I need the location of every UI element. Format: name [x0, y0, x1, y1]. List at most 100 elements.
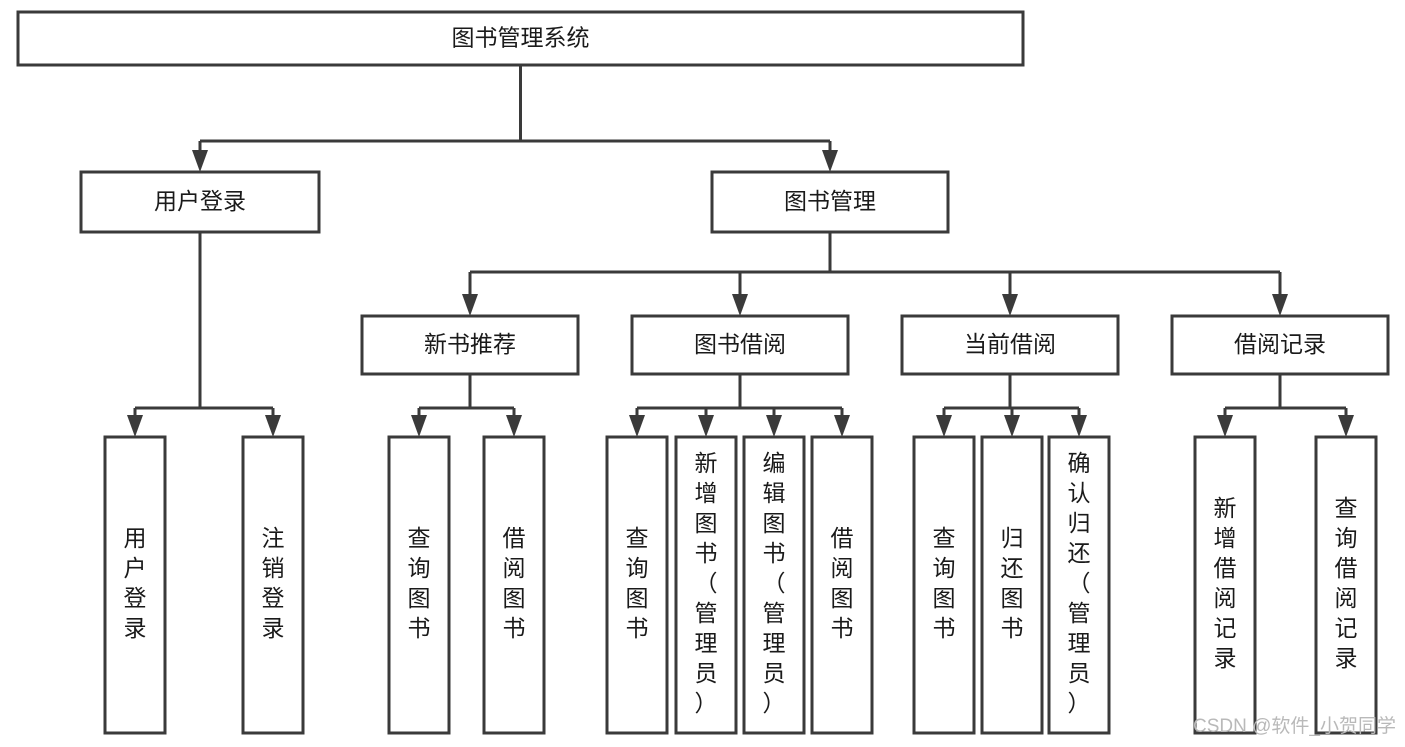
node-box-leaf-newbook-2[interactable] [482, 435, 546, 735]
node-box-leaf-borrow-1[interactable] [605, 435, 669, 735]
node-current[interactable]: 当前借阅 [900, 314, 1120, 376]
node-box-leaf-login-2[interactable] [241, 435, 305, 735]
node-label-char: 管 [1068, 600, 1091, 626]
node-label-char: 记 [1335, 615, 1358, 641]
node-label-char: 编 [763, 450, 786, 476]
node-label-char: 还 [1001, 555, 1024, 581]
node-box-leaf-login-1[interactable] [103, 435, 167, 735]
node-label-char: 新 [1214, 495, 1237, 521]
node-label-char: 询 [1335, 525, 1358, 551]
node-leaf-borrow-4[interactable]: 借阅图书借阅图书 [810, 435, 874, 735]
node-leaf-newbook-2[interactable]: 借阅图书借阅图书 [482, 435, 546, 735]
node-label-char: 归 [1068, 510, 1091, 536]
node-label-char: 阅 [831, 555, 854, 581]
node-box-newbook[interactable] [360, 314, 580, 376]
node-label-char: 书 [626, 615, 649, 641]
node-label-newbook: 新书推荐 [424, 331, 516, 357]
node-leaf-current-1[interactable]: 查询图书查询图书 [912, 435, 976, 735]
node-box-leaf-current-1[interactable] [912, 435, 976, 735]
node-label-char: 记 [1214, 615, 1237, 641]
node-box-leaf-current-3[interactable] [1047, 435, 1111, 735]
node-label-char: 阅 [503, 555, 526, 581]
node-label-char: 询 [408, 555, 431, 581]
node-label-records: 借阅记录 [1234, 331, 1326, 357]
node-label-borrow: 图书借阅 [694, 331, 786, 357]
node-box-records[interactable] [1170, 314, 1390, 376]
node-label-char: 管 [763, 600, 786, 626]
node-records[interactable]: 借阅记录 [1170, 314, 1390, 376]
node-label-char: 注 [262, 525, 285, 551]
node-leaf-newbook-1[interactable]: 查询图书查询图书 [387, 435, 451, 735]
node-borrow[interactable]: 图书借阅 [630, 314, 850, 376]
node-label-char: 图 [695, 510, 718, 536]
node-newbook[interactable]: 新书推荐 [360, 314, 580, 376]
edges-layer [127, 65, 1354, 437]
node-label-char: 查 [408, 525, 431, 551]
node-label-char: 借 [1214, 555, 1237, 581]
node-label-char: 销 [262, 555, 285, 581]
node-box-leaf-records-1[interactable] [1193, 435, 1257, 735]
node-root[interactable]: 图书管理系统 [16, 10, 1025, 67]
node-box-leaf-borrow-3[interactable] [742, 435, 806, 735]
node-label-char: 归 [1001, 525, 1024, 551]
nodes-layer: 图书管理系统用户登录图书管理新书推荐图书借阅当前借阅借阅记录用户登录用户登录注销… [16, 10, 1390, 735]
node-label-char: 录 [1214, 645, 1237, 671]
node-box-current[interactable] [900, 314, 1120, 376]
node-label-char: 书 [831, 615, 854, 641]
node-label-char: 管 [695, 600, 718, 626]
node-label-char: 图 [763, 510, 786, 536]
node-label-char: 查 [1335, 495, 1358, 521]
node-label-char: 登 [124, 585, 147, 611]
node-leaf-records-1[interactable]: 新增借阅记录新增借阅记录 [1193, 435, 1257, 735]
node-label-char: 查 [626, 525, 649, 551]
node-label-char: 询 [933, 555, 956, 581]
node-label-char: 确 [1068, 450, 1091, 476]
node-label-char: 借 [1335, 555, 1358, 581]
node-leaf-records-2[interactable]: 查询借阅记录查询借阅记录 [1314, 435, 1378, 735]
node-label-bookmgmt: 图书管理 [784, 188, 876, 214]
node-label-current: 当前借阅 [964, 331, 1056, 357]
node-box-root[interactable] [16, 10, 1025, 67]
node-label-char: 户 [124, 555, 147, 581]
node-label-char: 借 [831, 525, 854, 551]
node-box-login[interactable] [79, 170, 321, 234]
node-label-char: 阅 [1214, 585, 1237, 611]
node-box-borrow[interactable] [630, 314, 850, 376]
node-box-leaf-current-2[interactable] [980, 435, 1044, 735]
node-box-leaf-borrow-2[interactable] [674, 435, 738, 735]
node-label-char: 询 [626, 555, 649, 581]
node-label-login: 用户登录 [154, 188, 246, 214]
node-label-char: 理 [763, 630, 786, 656]
node-label-char: 员 [1068, 660, 1091, 686]
node-box-leaf-records-2[interactable] [1314, 435, 1378, 735]
csdn-watermark: CSDN @软件_小贺同学 [1193, 715, 1396, 737]
node-leaf-login-1[interactable]: 用户登录用户登录 [103, 435, 167, 735]
node-box-leaf-borrow-4[interactable] [810, 435, 874, 735]
node-label-char: 阅 [1335, 585, 1358, 611]
node-leaf-login-2[interactable]: 注销登录注销登录 [241, 435, 305, 735]
node-label-char: ） [1068, 690, 1091, 716]
node-label-char: 图 [1001, 585, 1024, 611]
node-label-char: 还 [1068, 540, 1091, 566]
node-leaf-borrow-1[interactable]: 查询图书查询图书 [605, 435, 669, 735]
node-box-bookmgmt[interactable] [710, 170, 950, 234]
node-bookmgmt[interactable]: 图书管理 [710, 170, 950, 234]
node-box-leaf-newbook-1[interactable] [387, 435, 451, 735]
node-label-char: 图 [933, 585, 956, 611]
node-login[interactable]: 用户登录 [79, 170, 321, 234]
node-label-char: （ [1068, 570, 1091, 596]
node-label-char: 查 [933, 525, 956, 551]
node-label-char: 图 [503, 585, 526, 611]
node-label-char: 借 [503, 525, 526, 551]
node-leaf-current-2[interactable]: 归还图书归还图书 [980, 435, 1044, 735]
node-label-char: 员 [763, 660, 786, 686]
node-label-char: ） [695, 690, 718, 716]
node-label-char: 书 [1001, 615, 1024, 641]
node-label-char: 书 [408, 615, 431, 641]
node-label-char: 书 [503, 615, 526, 641]
node-label-char: 理 [695, 630, 718, 656]
